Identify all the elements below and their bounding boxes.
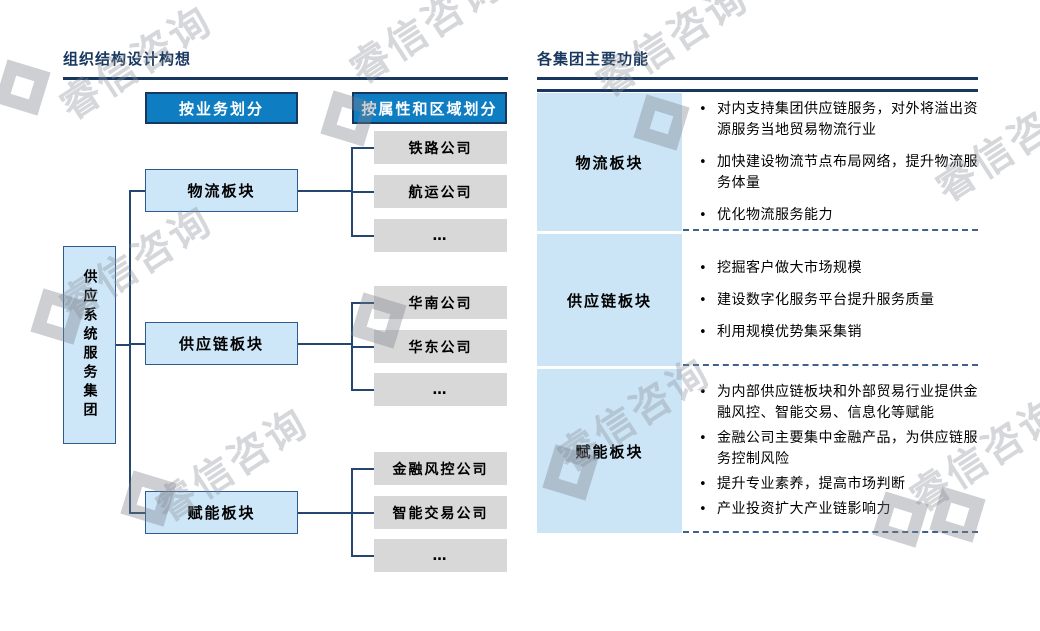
connector-south-china: [351, 302, 374, 304]
root-node-label: 供应系统服务集团: [81, 269, 98, 421]
bullet-item: • 产业投资扩大产业链影响力: [695, 499, 980, 520]
connector-finrisk: [351, 468, 374, 470]
bullet-icon: •: [699, 101, 707, 117]
node-logistics-more: …: [374, 219, 507, 252]
node-supplychain-segment: 供应链板块: [145, 322, 298, 365]
node-logistics-segment: 物流板块: [145, 169, 298, 212]
row-divider: [683, 531, 978, 533]
node-rail-company: 铁路公司: [374, 131, 507, 164]
header-by-business: 按业务划分: [145, 92, 298, 124]
node-enablement-more: …: [374, 539, 507, 572]
node-supplychain-more: …: [374, 373, 507, 406]
node-enablement-segment: 赋能板块: [145, 491, 298, 534]
connector-supplychain-out: [298, 343, 352, 345]
bullet-item: • 金融公司主要集中金融产品，为供应链服务控制风险: [695, 428, 980, 470]
bullet-text: 为内部供应链板块和外部贸易行业提供金融风控、智能交易、信息化等赋能: [717, 384, 978, 421]
connector-east-china: [351, 346, 374, 348]
connector-supplychain-more: [351, 389, 374, 391]
bullet-icon: •: [699, 324, 707, 340]
connector-branch-enablement: [129, 512, 145, 514]
row-divider: [683, 364, 978, 366]
bullet-text: 产业投资扩大产业链影响力: [717, 501, 891, 517]
table-row-supplychain: • 挖掘客户做大市场规模 • 建设数字化服务平台提升服务质量 • 利用规模优势集…: [695, 234, 980, 366]
bullet-icon: •: [699, 502, 707, 517]
table-label-logistics: 物流板块: [537, 93, 682, 231]
table-row-logistics: • 对内支持集团供应链服务，对外将溢出资源服务当地贸易物流行业 • 加快建设物流…: [695, 93, 980, 231]
connector-smarttrade: [351, 512, 374, 514]
bullet-icon: •: [699, 477, 707, 492]
connector-trunk-left: [129, 190, 131, 514]
connector-logistics-more: [351, 235, 374, 237]
bullet-text: 利用规模优势集采集销: [717, 323, 862, 340]
connector-enablement-out: [298, 512, 352, 514]
row-divider: [683, 229, 978, 231]
bullet-item: • 加快建设物流节点布局网络，提升物流服务体量: [695, 152, 980, 194]
node-south-china-company: 华南公司: [374, 286, 507, 319]
bullet-text: 对内支持集团供应链服务，对外将溢出资源服务当地贸易物流行业: [717, 100, 978, 138]
bullet-icon: •: [699, 431, 707, 446]
bullet-icon: •: [699, 385, 707, 400]
bullet-text: 挖掘客户做大市场规模: [717, 259, 862, 276]
connector-enablement-more: [351, 555, 374, 557]
bullet-item: • 利用规模优势集采集销: [695, 322, 980, 343]
root-node-supply-system-group: 供应系统服务集团: [63, 246, 116, 444]
bullet-text: 提升专业素养，提高市场判断: [717, 476, 906, 492]
bullet-icon: •: [699, 207, 707, 223]
table-row-enablement: • 为内部供应链板块和外部贸易行业提供金融风控、智能交易、信息化等赋能 • 金融…: [695, 369, 980, 533]
left-title-rule: [63, 77, 508, 80]
bullet-icon: •: [699, 260, 707, 276]
bullet-text: 加快建设物流节点布局网络，提升物流服务体量: [717, 153, 978, 191]
connector-rail: [351, 147, 374, 149]
connector-logistics-out: [298, 190, 352, 192]
bullet-item: • 挖掘客户做大市场规模: [695, 258, 980, 279]
bullet-text: 优化物流服务能力: [717, 206, 833, 223]
connector-root: [116, 344, 129, 346]
node-smart-trading-company: 智能交易公司: [374, 496, 507, 529]
bullet-item: • 建设数字化服务平台提升服务质量: [695, 290, 980, 311]
header-by-attribute-region: 按属性和区域划分: [352, 92, 507, 124]
right-title-rule: [537, 77, 978, 80]
bullet-text: 金融公司主要集中金融产品，为供应链服务控制风险: [717, 430, 978, 467]
node-shipping-company: 航运公司: [374, 175, 507, 208]
right-panel-title: 各集团主要功能: [537, 50, 650, 68]
left-panel-title: 组织结构设计构想: [63, 50, 192, 68]
connector-branch-logistics: [129, 190, 145, 192]
bullet-icon: •: [699, 292, 707, 308]
bullet-item: • 优化物流服务能力: [695, 205, 980, 226]
node-east-china-company: 华东公司: [374, 330, 507, 363]
bullet-item: • 提升专业素养，提高市场判断: [695, 474, 980, 495]
table-top-border: [537, 89, 978, 92]
bullet-item: • 为内部供应链板块和外部贸易行业提供金融风控、智能交易、信息化等赋能: [695, 382, 980, 424]
node-financial-risk-company: 金融风控公司: [374, 452, 507, 485]
table-label-supplychain: 供应链板块: [537, 234, 682, 366]
table-label-enablement: 赋能板块: [537, 369, 682, 533]
bullet-item: • 对内支持集团供应链服务，对外将溢出资源服务当地贸易物流行业: [695, 99, 980, 141]
connector-branch-supplychain: [129, 343, 145, 345]
bullet-text: 建设数字化服务平台提升服务质量: [717, 291, 935, 308]
connector-shipping: [351, 191, 374, 193]
bullet-icon: •: [699, 154, 707, 170]
